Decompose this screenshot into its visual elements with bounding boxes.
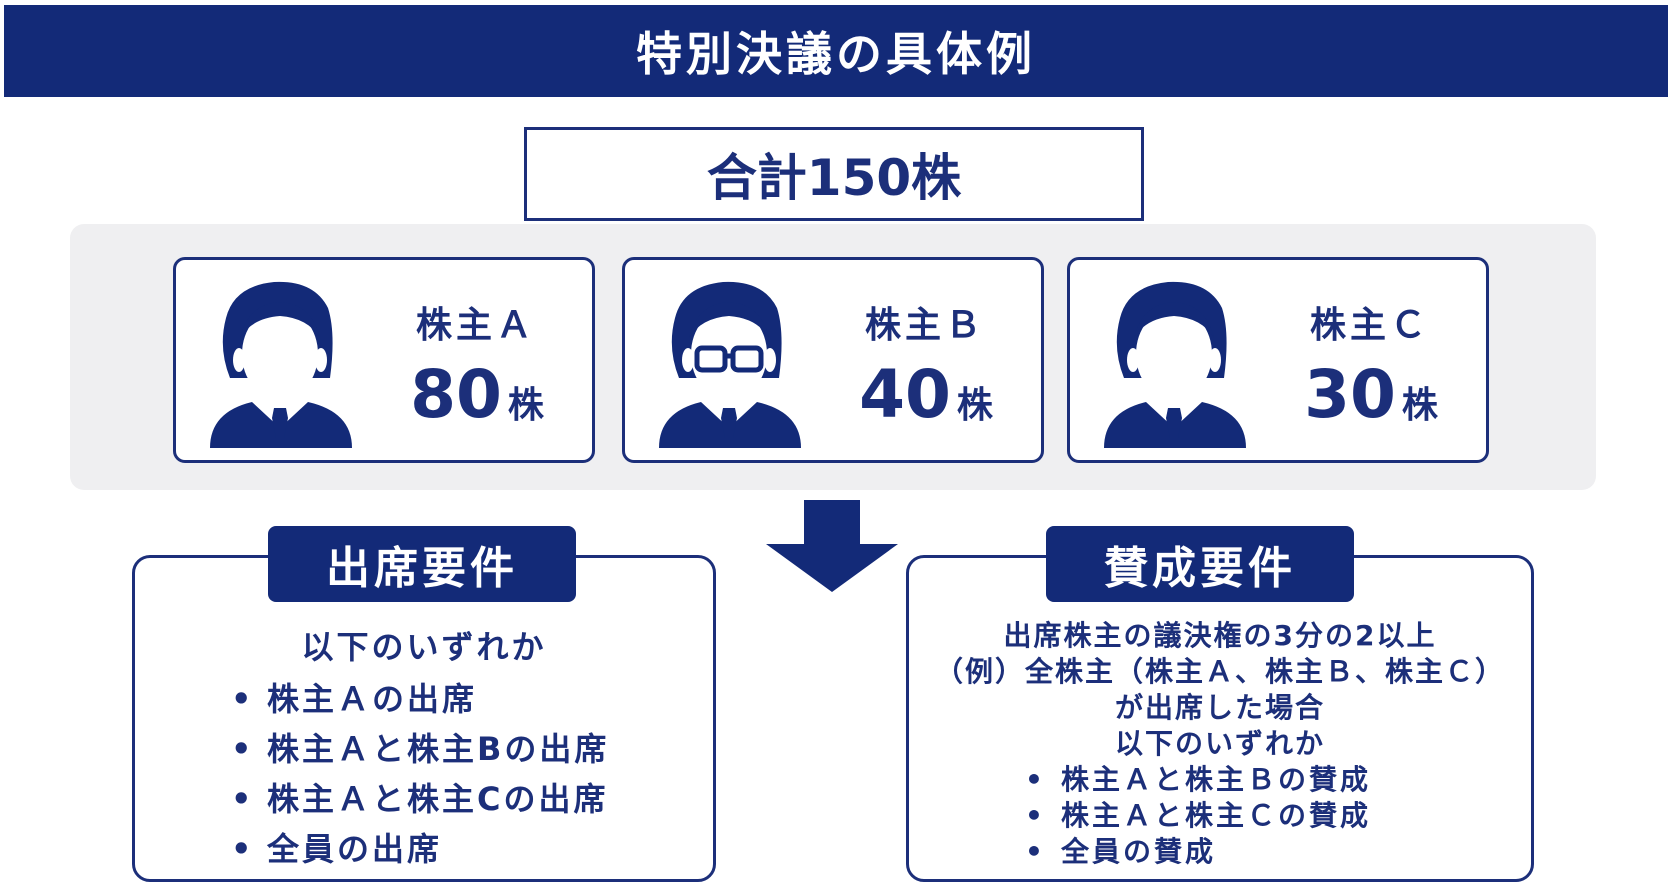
shareholder-name: 株主Ａ bbox=[415, 305, 536, 346]
page-title: 特別決議の具体例 bbox=[4, 5, 1668, 97]
shareholder-name: 株主Ｂ bbox=[864, 305, 985, 346]
approval-heading: 賛成要件 bbox=[1046, 526, 1354, 602]
share-unit: 株 bbox=[507, 385, 544, 426]
attendance-requirement-box: 以下のいずれか •株主Ａの出席 •株主Ａと株主Bの出席 •株主Ａと株主Cの出席 … bbox=[132, 555, 716, 882]
list-item: •株主Ａの出席 bbox=[231, 674, 609, 724]
attendance-heading: 出席要件 bbox=[268, 526, 576, 602]
attendance-lead: 以下のいずれか bbox=[301, 628, 547, 666]
businessman-icon bbox=[204, 278, 358, 448]
bullet-icon: • bbox=[1025, 799, 1046, 832]
bullet-icon: • bbox=[231, 780, 255, 818]
list-item: •株主Ａと株主Cの出席 bbox=[231, 774, 609, 824]
approval-line: 以下のいずれか bbox=[1114, 727, 1325, 760]
attendance-list: •株主Ａの出席 •株主Ａと株主Bの出席 •株主Ａと株主Cの出席 •全員の出席 bbox=[231, 674, 609, 874]
approval-description: 出席株主の議決権の3分の2以上 （例）全株主（株主Ａ、株主Ｂ、株主Ｃ） が出席し… bbox=[909, 618, 1531, 762]
list-item: •株主Ａと株主Bの出席 bbox=[231, 724, 609, 774]
bullet-icon: • bbox=[1025, 763, 1046, 796]
bullet-icon: • bbox=[231, 730, 255, 768]
share-count: 80 bbox=[410, 356, 502, 433]
list-item: •全員の賛成 bbox=[1025, 835, 1217, 868]
down-arrow-icon bbox=[766, 500, 898, 592]
total-shares-box: 合計150株 bbox=[524, 127, 1144, 221]
bullet-icon: • bbox=[1025, 835, 1046, 868]
approval-line: が出席した場合 bbox=[1114, 691, 1325, 724]
approval-list: •株主Ａと株主Ｂの賛成 •株主Ａと株主Ｃの賛成 •全員の賛成 bbox=[1025, 762, 1371, 870]
approval-line: 出席株主の議決権の3分の2以上 bbox=[1003, 619, 1437, 652]
list-item: •株主Ａと株主Ｃの賛成 bbox=[1025, 799, 1372, 832]
share-count: 30 bbox=[1304, 356, 1396, 433]
bullet-icon: • bbox=[231, 680, 255, 718]
approval-requirement-box: 出席株主の議決権の3分の2以上 （例）全株主（株主Ａ、株主Ｂ、株主Ｃ） が出席し… bbox=[906, 555, 1534, 882]
share-unit: 株 bbox=[956, 385, 993, 426]
businessman-icon bbox=[1098, 278, 1252, 448]
bullet-icon: • bbox=[231, 830, 255, 868]
list-item: •株主Ａと株主Ｂの賛成 bbox=[1025, 763, 1372, 796]
share-unit: 株 bbox=[1401, 385, 1438, 426]
list-item: •全員の出席 bbox=[231, 824, 609, 874]
approval-line: （例）全株主（株主Ａ、株主Ｂ、株主Ｃ） bbox=[934, 655, 1505, 688]
share-count: 40 bbox=[859, 356, 951, 433]
shareholder-name: 株主Ｃ bbox=[1309, 305, 1430, 346]
businessman-glasses-icon bbox=[653, 278, 807, 448]
